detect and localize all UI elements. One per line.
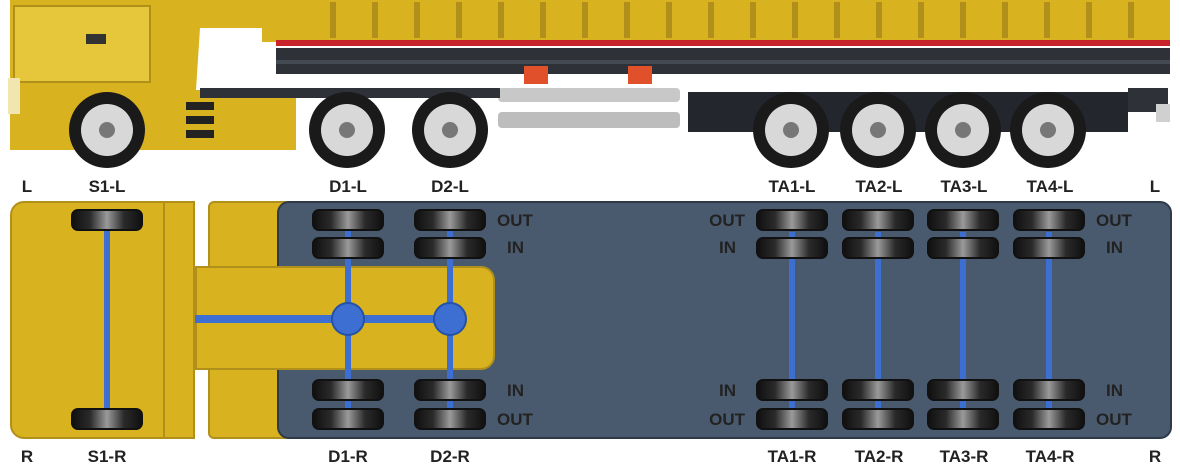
trailer-axle-1 bbox=[789, 232, 795, 412]
bottom-label-ta2: TA2-R bbox=[854, 447, 904, 466]
tyre-ta4-r-in[interactable] bbox=[1013, 379, 1085, 401]
tyre-ta2-l-out[interactable] bbox=[842, 209, 914, 231]
trailer-body bbox=[262, 0, 1170, 42]
bottom-label-d2: D2-R bbox=[430, 447, 470, 466]
tyre-ta3-r-out[interactable] bbox=[927, 408, 999, 430]
tank-lower bbox=[498, 112, 680, 128]
tyre-ta1-r-out[interactable] bbox=[756, 408, 828, 430]
top-label-s1: S1-L bbox=[88, 177, 126, 196]
steer-axle bbox=[104, 222, 110, 420]
tyre-d1-r-out[interactable] bbox=[312, 408, 384, 430]
tyre-ta3-r-in[interactable] bbox=[927, 379, 999, 401]
driveshaft bbox=[195, 315, 451, 323]
bottom-label-ta4: TA4-R bbox=[1025, 447, 1075, 466]
bottom-label-ta3: TA3-R bbox=[939, 447, 989, 466]
trailer-ribs bbox=[330, 2, 1134, 38]
tyre-ta1-r-in[interactable] bbox=[756, 379, 828, 401]
tag-drive-l-in: IN bbox=[507, 238, 524, 257]
tag-drive-r-out: OUT bbox=[497, 410, 533, 429]
tyre-s1-l[interactable] bbox=[71, 209, 143, 231]
tag-trailer-front-l-in: IN bbox=[719, 238, 736, 257]
side-wheel-ta1 bbox=[753, 92, 829, 168]
top-label-ta4: TA4-L bbox=[1026, 177, 1074, 196]
side-wheel-d1 bbox=[309, 92, 385, 168]
tyre-d2-r-out[interactable] bbox=[414, 408, 486, 430]
trailer-axle-2 bbox=[875, 232, 881, 412]
bottom-label-left: R bbox=[20, 447, 34, 466]
differential-hub-1 bbox=[331, 302, 365, 336]
tyre-s1-r[interactable] bbox=[71, 408, 143, 430]
side-wheel-ta3 bbox=[925, 92, 1001, 168]
tag-trailer-rear-r-out: OUT bbox=[1096, 410, 1132, 429]
tyre-ta1-l-out[interactable] bbox=[756, 209, 828, 231]
tyre-ta2-r-out[interactable] bbox=[842, 408, 914, 430]
tag-trailer-rear-l-in: IN bbox=[1106, 238, 1123, 257]
top-label-left: L bbox=[21, 177, 33, 196]
tyre-d1-r-in[interactable] bbox=[312, 379, 384, 401]
tank-upper bbox=[498, 88, 680, 102]
tag-drive-l-out: OUT bbox=[497, 211, 533, 230]
top-label-ta2: TA2-L bbox=[855, 177, 903, 196]
tyre-d2-l-in[interactable] bbox=[414, 237, 486, 259]
tag-trailer-front-r-out: OUT bbox=[709, 410, 745, 429]
tyre-ta2-l-in[interactable] bbox=[842, 237, 914, 259]
tyre-ta1-l-in[interactable] bbox=[756, 237, 828, 259]
tyre-ta3-l-out[interactable] bbox=[927, 209, 999, 231]
top-label-ta1: TA1-L bbox=[768, 177, 816, 196]
tractor-cab-divider bbox=[163, 201, 195, 439]
tyre-ta4-l-in[interactable] bbox=[1013, 237, 1085, 259]
tag-drive-r-in: IN bbox=[507, 381, 524, 400]
side-wheel-ta2 bbox=[840, 92, 916, 168]
tyre-ta2-r-in[interactable] bbox=[842, 379, 914, 401]
tag-trailer-rear-r-in: IN bbox=[1106, 381, 1123, 400]
side-wheel-s1 bbox=[69, 92, 145, 168]
bottom-label-s1: S1-R bbox=[87, 447, 127, 466]
trailer-axle-4 bbox=[1046, 232, 1052, 412]
top-label-d2: D2-L bbox=[431, 177, 469, 196]
trailer-axle-3 bbox=[960, 232, 966, 412]
tag-trailer-front-r-in: IN bbox=[719, 381, 736, 400]
side-wheel-ta4 bbox=[1010, 92, 1086, 168]
tyre-d2-r-in[interactable] bbox=[414, 379, 486, 401]
tyre-ta3-l-in[interactable] bbox=[927, 237, 999, 259]
tyre-d1-l-in[interactable] bbox=[312, 237, 384, 259]
tyre-d2-l-out[interactable] bbox=[414, 209, 486, 231]
tyre-ta4-r-out[interactable] bbox=[1013, 408, 1085, 430]
top-label-d1: D1-L bbox=[329, 177, 367, 196]
tag-trailer-front-l-out: OUT bbox=[709, 211, 745, 230]
trailer-stripe bbox=[276, 40, 1170, 46]
top-label-right: L bbox=[1149, 177, 1161, 196]
tyre-d1-l-out[interactable] bbox=[312, 209, 384, 231]
top-label-ta3: TA3-L bbox=[940, 177, 988, 196]
truck-side-view bbox=[8, 0, 1170, 168]
bottom-label-d1: D1-R bbox=[328, 447, 368, 466]
differential-hub-2 bbox=[433, 302, 467, 336]
tag-trailer-rear-l-out: OUT bbox=[1096, 211, 1132, 230]
side-wheel-d2 bbox=[412, 92, 488, 168]
bottom-label-ta1: TA1-R bbox=[767, 447, 817, 466]
tyre-ta4-l-out[interactable] bbox=[1013, 209, 1085, 231]
bottom-label-right: R bbox=[1148, 447, 1162, 466]
